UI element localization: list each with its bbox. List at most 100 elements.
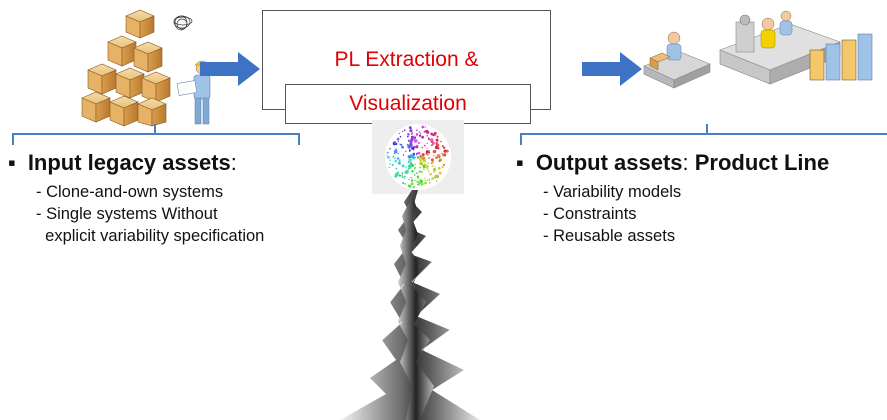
viz-dot [412,136,415,138]
viz-dot [411,170,414,173]
viz-dot [417,177,419,180]
input-list: - Clone-and-own systems - Single systems… [36,181,264,247]
viz-dot [402,130,404,133]
viz-dot [410,154,413,157]
viz-dot [428,157,431,159]
viz-dot [428,151,431,154]
viz-dot [437,166,441,170]
viz-dot [398,159,401,162]
viz-dot [419,161,423,165]
arrow-right-icon [200,52,260,86]
output-bracket-tick [706,124,708,133]
viz-dot [407,145,411,149]
viz-dot [426,142,428,144]
viz-dot [394,159,397,163]
viz-dot [409,143,413,147]
viz-dot [424,177,426,180]
viz-dot [401,172,404,175]
viz-dot [398,132,401,135]
viz-dot [427,138,431,141]
viz-dot [431,161,434,164]
visualization-thumbnail [372,120,464,194]
viz-dot [410,138,414,142]
viz-dot [426,130,430,134]
viz-dot [434,156,437,159]
viz-dot [401,175,404,179]
viz-dot [394,174,398,178]
viz-dot [438,156,441,159]
viz-dot [410,176,413,179]
viz-dot [403,129,406,131]
viz-dot [411,146,415,150]
viz-dot [419,179,423,183]
viz-dot [397,161,401,165]
viz-dot [412,152,416,156]
viz-dot [416,183,419,186]
viz-dot [388,166,391,169]
viz-dot [405,166,408,168]
viz-dot [434,176,437,179]
viz-dot [401,164,405,167]
viz-dot [416,175,420,178]
viz-dot [415,133,419,136]
viz-dot [415,145,419,149]
viz-dot [422,165,426,169]
viz-dot [410,179,414,182]
viz-dot [437,147,440,150]
viz-dot [389,147,391,150]
viz-dot [406,143,409,146]
viz-dot [403,178,405,180]
viz-dot [387,155,390,159]
viz-dot [434,166,436,168]
viz-dot [409,150,411,152]
viz-dot [410,162,413,165]
viz-dot [397,140,399,143]
output-heading: ▪Output assets: Product Line [516,150,829,176]
viz-dot [407,133,410,136]
viz-dot [420,158,422,161]
viz-dot [430,162,432,165]
viz-dot [445,149,449,153]
viz-dot [406,135,409,138]
viz-dot [413,174,416,176]
viz-dot [441,145,444,148]
viz-dot [393,141,397,144]
viz-dot [408,184,412,188]
product-line-illustration [643,10,873,89]
viz-dot [440,140,442,143]
viz-dot [428,150,430,152]
viz-dot [389,163,391,165]
viz-dot [443,149,447,153]
viz-dot [418,170,421,173]
viz-dot [430,132,434,136]
output-list: - Variability models - Constraints - Reu… [543,181,681,247]
visualization-title: Visualization [349,92,467,115]
viz-dot [416,152,418,155]
viz-dot [404,183,407,185]
viz-dot [393,152,396,155]
list-item: explicit variability specification [36,227,265,245]
viz-dot [403,175,406,178]
viz-dot [433,154,435,157]
viz-dot [395,167,398,170]
viz-dot [436,135,439,138]
viz-dot [430,140,433,143]
viz-dot [438,159,441,163]
output-heading-colon: : [682,150,695,175]
viz-dot [394,173,397,176]
viz-dot [425,165,427,168]
viz-dot [430,138,434,141]
viz-dot [417,181,419,183]
viz-dot [433,131,437,135]
input-bracket-tick [154,124,156,133]
arrow-right-icon [582,52,642,86]
viz-dot [431,144,433,147]
viz-dot [422,127,424,129]
viz-dot [411,164,414,167]
viz-dot [399,143,401,145]
crack-illustration [340,190,480,420]
bullet-icon: ▪ [8,150,16,175]
viz-dot [414,163,416,166]
viz-dot [410,182,414,186]
list-item: - Variability models [543,183,682,201]
